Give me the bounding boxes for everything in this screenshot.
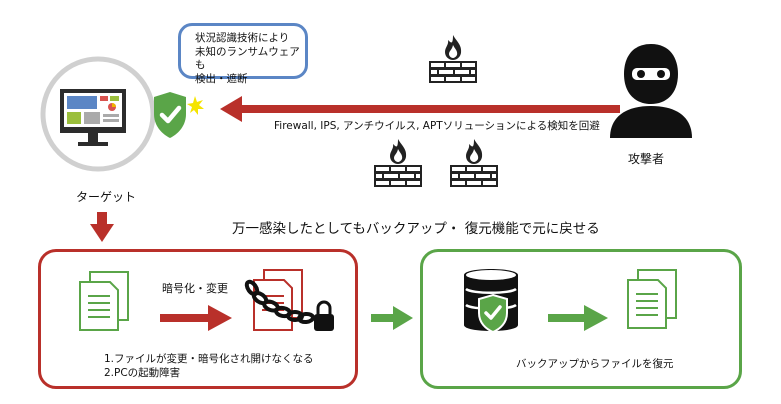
damage-item: 1.ファイルが変更・暗号化され開けなくなる xyxy=(104,353,314,365)
defense-bypass-label: Firewall, IPS, アンチウイルス, APTソリューションによる検知を… xyxy=(274,120,600,132)
restore-label: バックアップからファイルを復元 xyxy=(516,358,674,370)
firewall-icon xyxy=(450,139,498,187)
arrow-icon xyxy=(90,212,114,242)
damage-item: 2.PCの起動障害 xyxy=(104,367,181,379)
firewall-icon xyxy=(429,35,477,83)
arrow-icon xyxy=(548,305,608,331)
document-icon xyxy=(627,269,677,329)
arrow-icon xyxy=(371,306,413,330)
document-icon xyxy=(79,271,129,331)
encrypt-label: 暗号化・変更 xyxy=(162,282,228,295)
chain-lock-icon xyxy=(244,269,334,331)
callout-line: 検出・遮断 xyxy=(195,72,248,85)
database-shield-icon xyxy=(464,269,518,334)
detection-callout: 状況認識技術により 未知のランサムウェアも 検出・遮断 xyxy=(178,23,308,85)
headline: 万一感染したとしてもバックアップ・ 復元機能で元に戻せる xyxy=(232,221,600,237)
computer-icon xyxy=(40,56,156,172)
callout-line: 状況認識技術により xyxy=(195,32,290,44)
target-label: ターゲット xyxy=(76,190,137,204)
infection-panel xyxy=(38,249,358,389)
shield-check-icon xyxy=(154,92,204,138)
attacker-icon xyxy=(610,44,692,138)
firewall-icon xyxy=(374,139,422,187)
arrow-icon xyxy=(160,305,232,331)
callout-line: 未知のランサムウェアも xyxy=(195,45,300,72)
arrow-icon xyxy=(220,96,620,122)
attacker-label: 攻撃者 xyxy=(628,152,665,166)
restore-panel xyxy=(420,249,742,389)
